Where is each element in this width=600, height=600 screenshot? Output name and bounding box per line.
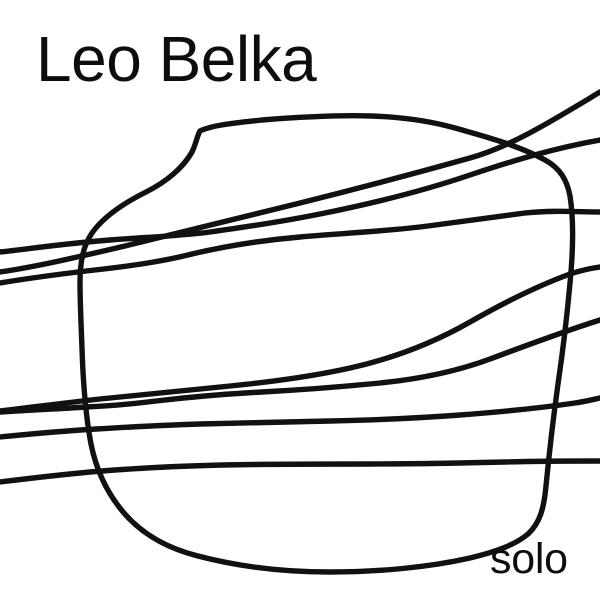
blob-outline-path	[77, 113, 576, 575]
cross-line-3-path	[0, 208, 600, 286]
cross-line-6-path	[0, 395, 600, 440]
cross-line-2-path	[0, 137, 600, 255]
album-subtitle: solo	[490, 535, 568, 583]
cross-line-5-path	[0, 317, 600, 415]
cross-line-7-path	[0, 458, 600, 485]
cross-line-4-path	[0, 264, 600, 414]
album-title: Leo Belka	[36, 23, 317, 95]
cross-line-1-path	[0, 89, 600, 275]
